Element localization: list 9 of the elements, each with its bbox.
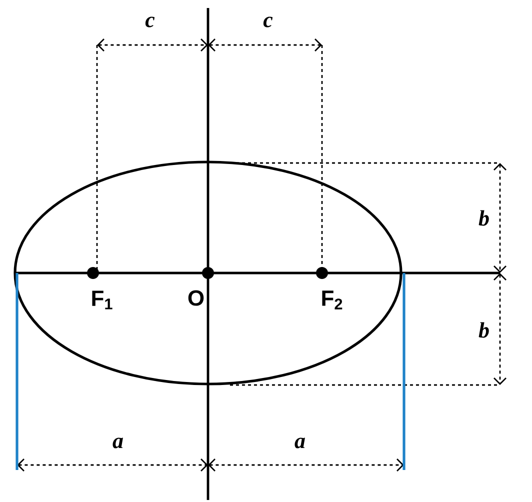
axis-label: b bbox=[478, 210, 489, 226]
axis-label: O bbox=[188, 290, 204, 306]
axis-label: a bbox=[294, 438, 305, 448]
axis-label: F$_{2}$ bbox=[322, 290, 342, 310]
axis-label: c bbox=[145, 16, 155, 28]
axis-label: a bbox=[112, 438, 123, 448]
axis-label: b bbox=[478, 322, 489, 338]
axis-label: F$_{1}$ bbox=[92, 290, 112, 310]
axis-label: c bbox=[263, 16, 273, 28]
